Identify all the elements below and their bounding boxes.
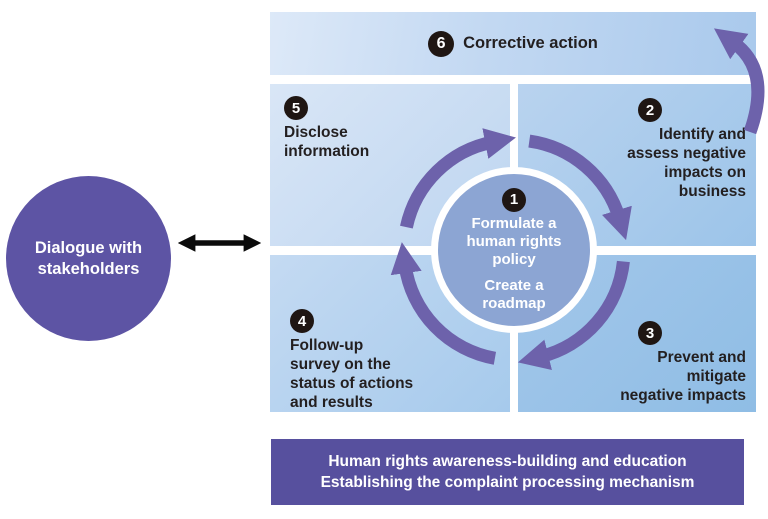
step3-line-2: mitigate bbox=[686, 368, 746, 385]
step1-line-3: policy bbox=[492, 250, 536, 268]
stakeholder-label-line-1: Dialogue with bbox=[34, 238, 143, 257]
step1-policy-circle: 1 Formulate a human rights policy Create… bbox=[431, 167, 597, 333]
step4-line-1: Follow-up bbox=[290, 337, 364, 354]
step-badge-1: 1 bbox=[502, 187, 526, 212]
stakeholder-label-line-2: stakeholders bbox=[37, 259, 140, 278]
step2-line-3: impacts on bbox=[664, 164, 746, 181]
step4-line-2: survey on the bbox=[290, 356, 391, 373]
step1-line-5: roadmap bbox=[482, 294, 546, 312]
step3-line-1: Prevent and bbox=[657, 349, 746, 366]
stakeholder-circle: Dialogue with stakeholders bbox=[6, 176, 171, 341]
step4-line-4: and results bbox=[290, 394, 373, 411]
step5-badge-row: 5 bbox=[284, 96, 510, 120]
step2-line-4: business bbox=[678, 183, 746, 200]
step-badge-2: 2 bbox=[638, 98, 662, 122]
step2-line-2: assess negative bbox=[627, 145, 746, 162]
step1-line-2: human rights bbox=[466, 232, 562, 250]
step4-line-3: status of actions bbox=[290, 375, 414, 392]
step1-line-1: Formulate a bbox=[471, 214, 557, 232]
step5-line-1: Disclose bbox=[284, 124, 348, 141]
step5-line-2: information bbox=[284, 143, 370, 160]
foundation-banner: Human rights awareness-building and educ… bbox=[271, 439, 744, 505]
step-badge-5: 5 bbox=[284, 96, 308, 120]
step-badge-3: 3 bbox=[638, 321, 662, 345]
step-badge-4: 4 bbox=[290, 309, 314, 333]
corrective-action-label: Corrective action bbox=[463, 34, 598, 52]
banner-line-1: Human rights awareness-building and educ… bbox=[328, 453, 687, 470]
banner-line-2: Establishing the complaint processing me… bbox=[320, 474, 695, 491]
step4-badge-row: 4 bbox=[290, 309, 510, 333]
corrective-action-bar: 6 Corrective action bbox=[270, 12, 756, 75]
step-badge-6: 6 bbox=[428, 30, 455, 57]
quadrant-prevent-mitigate: 3 Prevent and mitigate negative impacts bbox=[518, 255, 756, 412]
step3-badge-row: 3 bbox=[518, 321, 746, 345]
step3-line-3: negative impacts bbox=[620, 387, 746, 404]
step1-line-4: Create a bbox=[484, 276, 544, 294]
step2-line-1: Identify and bbox=[659, 126, 746, 143]
step2-badge-row: 2 bbox=[518, 98, 746, 122]
